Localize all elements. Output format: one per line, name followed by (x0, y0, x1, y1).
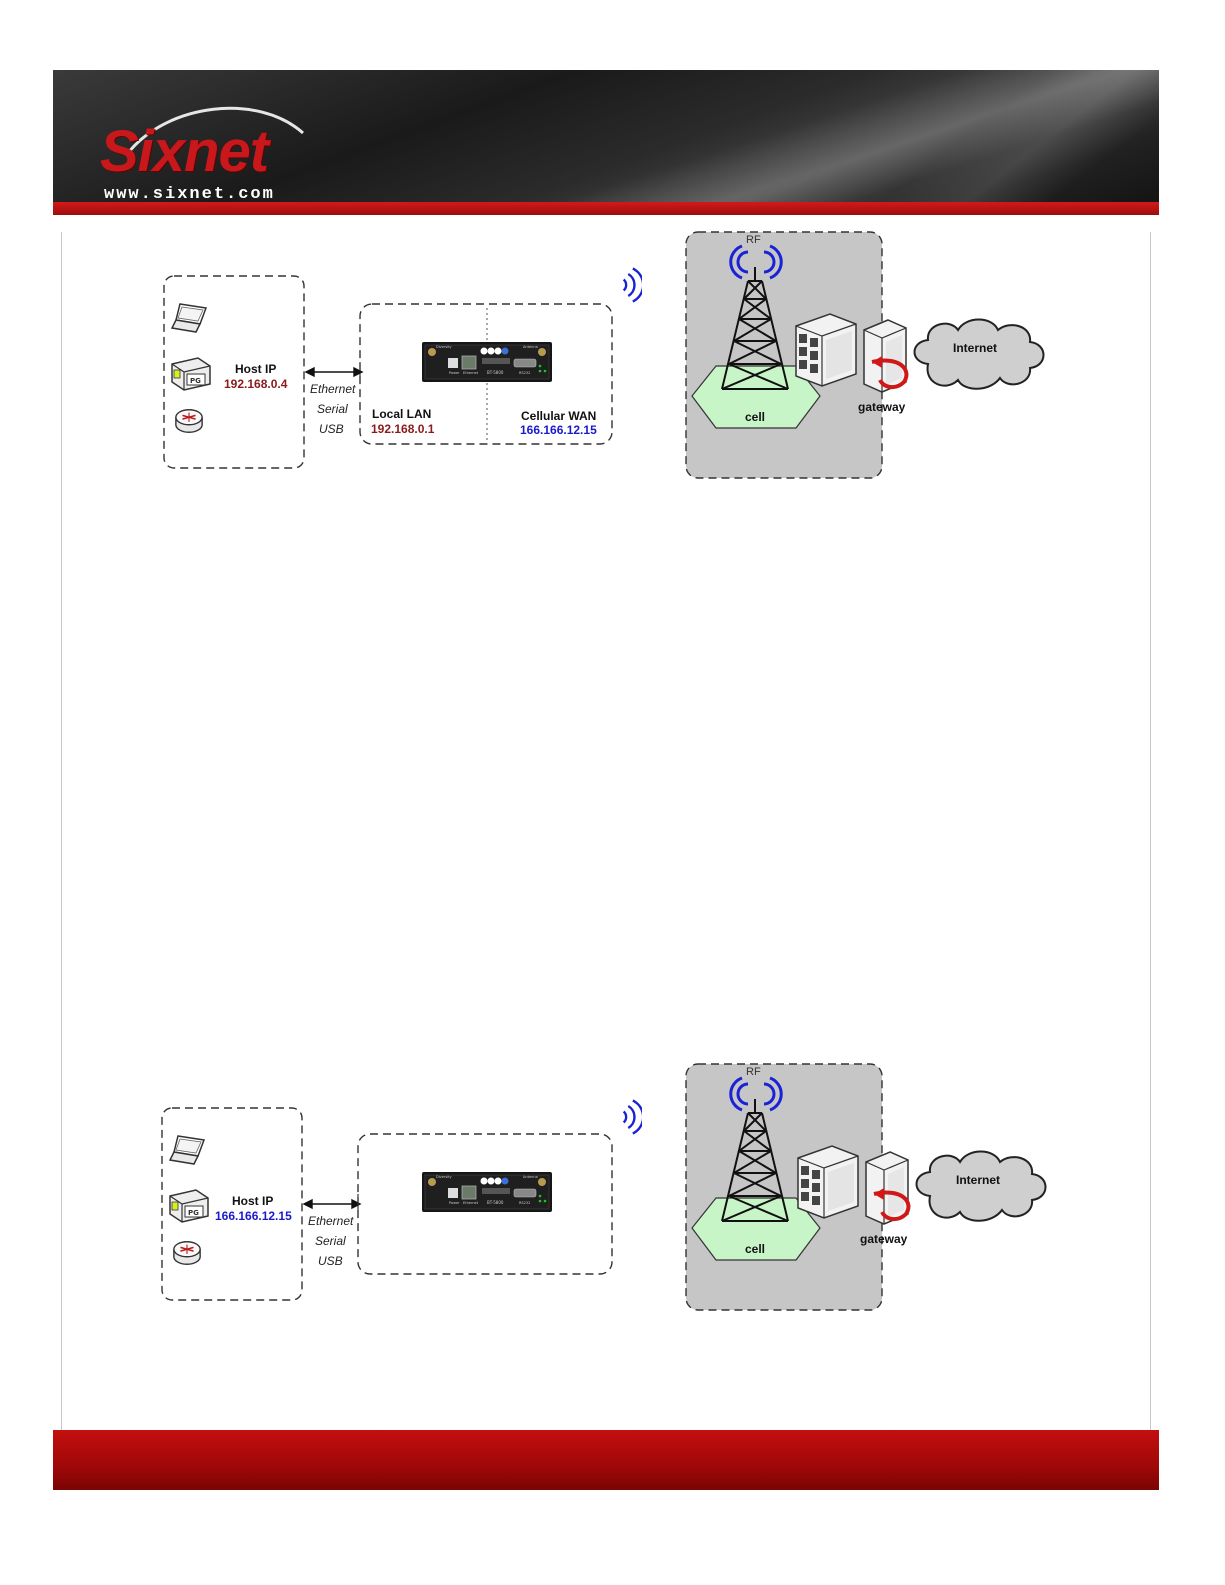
gateway-label: gateway (858, 400, 905, 414)
page-footer (53, 1430, 1159, 1490)
bt-modem-device (422, 1172, 552, 1212)
conn-usb: USB (318, 1254, 343, 1268)
wireless-signal-icon (624, 1101, 644, 1134)
router-icon (174, 1242, 200, 1265)
conn-ethernet: Ethernet (308, 1214, 353, 1228)
gateway-server-icon (866, 1152, 908, 1224)
connection-arrow (304, 1200, 360, 1208)
cell-label: cell (745, 410, 765, 424)
local-lan-label: Local LAN (372, 407, 431, 421)
cell-label: cell (745, 1242, 765, 1256)
conn-serial: Serial (317, 402, 348, 416)
rf-label: RF (746, 1066, 761, 1078)
local-lan-ip: 192.168.0.1 (371, 422, 434, 436)
plc-icon (172, 358, 210, 390)
cellular-wan-ip: 166.166.12.15 (520, 423, 597, 437)
connection-arrow (306, 368, 362, 376)
bt-modem-device (422, 342, 552, 382)
cellular-wan-label: Cellular WAN (521, 409, 596, 423)
header-red-bar (53, 202, 1159, 215)
server-icon (796, 314, 856, 386)
host-ip-label: Host IP (235, 362, 276, 376)
rf-label: RF (746, 234, 761, 246)
network-diagram-lan: Host IP 192.168.0.4 Ethernet Serial USB … (0, 230, 1225, 490)
conn-usb: USB (319, 422, 344, 436)
sixnet-logo[interactable]: Sixnet www.sixnet.com (98, 98, 318, 198)
server-icon (798, 1146, 858, 1218)
router-icon (176, 410, 202, 433)
page-header: Sixnet www.sixnet.com (53, 70, 1159, 215)
host-ip-value: 166.166.12.15 (215, 1209, 292, 1223)
conn-ethernet: Ethernet (310, 382, 355, 396)
internet-label: Internet (956, 1173, 1000, 1187)
gateway-server-icon (864, 320, 906, 392)
internet-label: Internet (953, 341, 997, 355)
wireless-signal-icon (624, 269, 644, 302)
brand-name: Sixnet (100, 118, 268, 185)
plc-icon (170, 1190, 208, 1222)
laptop-icon (172, 304, 206, 332)
host-ip-value: 192.168.0.4 (224, 377, 287, 391)
host-ip-label: Host IP (232, 1194, 273, 1208)
network-diagram-wan: Host IP 166.166.12.15 Ethernet Serial US… (0, 1062, 1225, 1322)
gateway-label: gateway (860, 1232, 907, 1246)
conn-serial: Serial (315, 1234, 346, 1248)
laptop-icon (170, 1136, 204, 1164)
